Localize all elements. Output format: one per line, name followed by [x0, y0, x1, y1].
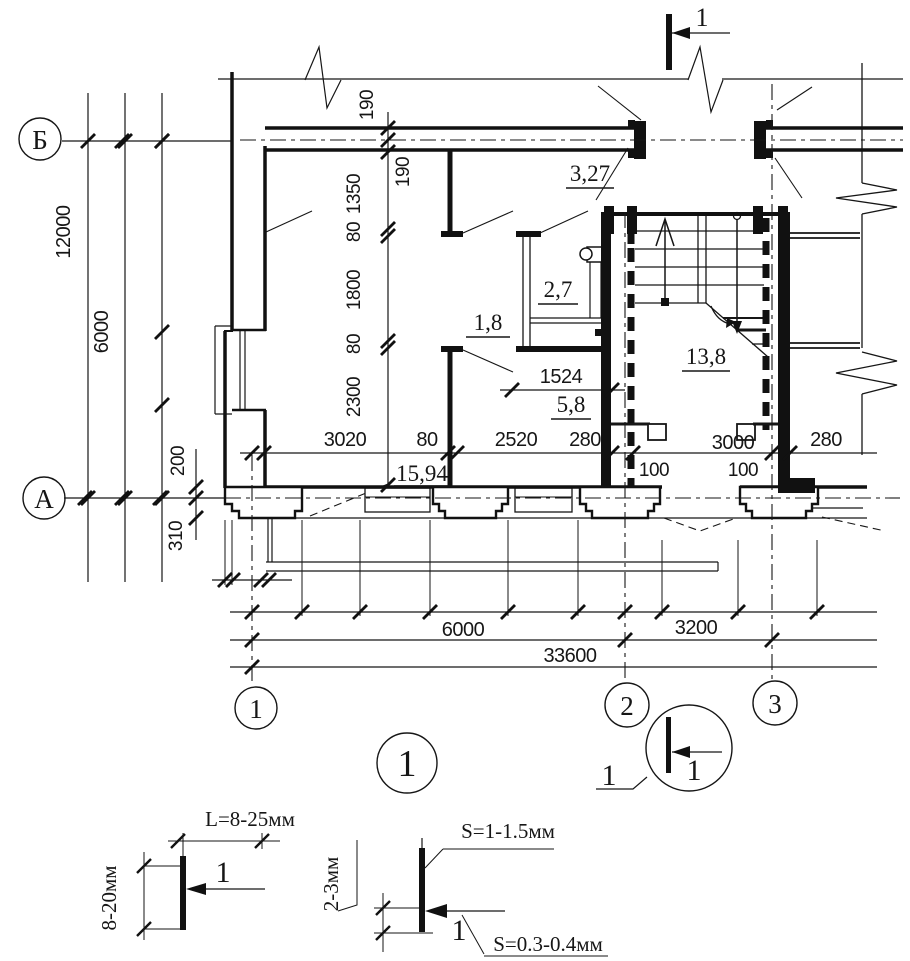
- sheet-number: 1: [398, 743, 417, 785]
- legend-arrow-left: [186, 883, 206, 895]
- legend-length-label: L=8-25мм: [205, 807, 295, 831]
- section-arrow-detail: [672, 746, 690, 758]
- dim-3020: 3020: [324, 429, 367, 451]
- section-cut-line-top: [666, 14, 672, 70]
- section-cut-line-detail: [666, 717, 671, 773]
- axis-circle-2: [604, 682, 650, 728]
- axis-label-b: Б: [32, 125, 48, 155]
- area-wc: 2,7: [544, 277, 573, 302]
- texts: 12000 6000 200 310 190 190 1350 80 1800 …: [32, 3, 843, 956]
- legend-gap-label: 2-3мм: [319, 857, 343, 912]
- dim-1524: 1524: [540, 366, 583, 388]
- dim-3200: 3200: [675, 617, 718, 639]
- axis-circle-a: [22, 476, 66, 520]
- partitions: [441, 120, 815, 493]
- wall-piers: [223, 485, 820, 520]
- area-stair: 13,8: [686, 344, 726, 369]
- legend-thick-line-right: [419, 848, 425, 932]
- section-callout-label: 1: [602, 759, 617, 792]
- legend-arrow-right: [425, 904, 447, 918]
- sheet-number-circle: [376, 732, 438, 794]
- area-corridor: 1,8: [474, 310, 503, 335]
- area-room: 15,94: [396, 461, 448, 486]
- dim-6000-left: 6000: [91, 310, 113, 353]
- dim-100-b: 100: [728, 460, 758, 481]
- axis-label-2: 2: [620, 691, 634, 721]
- axis-label-1: 1: [249, 694, 263, 724]
- dimension-ticks: [77, 120, 825, 941]
- area-hall: 3,27: [570, 161, 610, 186]
- dim-33600: 33600: [543, 645, 596, 667]
- legend-left-mark: 1: [216, 856, 231, 889]
- legend-thin-label: S=0.3-0.4мм: [493, 932, 603, 956]
- dim-310: 310: [166, 521, 187, 551]
- legend-right-mark: 1: [452, 914, 467, 947]
- dim-200: 200: [168, 446, 189, 476]
- dim-6000-bottom: 6000: [442, 619, 485, 641]
- axis-circle-b: [18, 117, 62, 161]
- dim-280-a: 280: [569, 429, 601, 451]
- legend-height-label: 8-20мм: [97, 865, 121, 930]
- dim-1800: 1800: [344, 270, 365, 310]
- dim-100-a: 100: [639, 460, 669, 481]
- label-underlines: [394, 187, 730, 487]
- section-label-detail: 1: [687, 754, 702, 787]
- dim-80-b: 80: [344, 334, 365, 354]
- area-lobby: 5,8: [557, 392, 586, 417]
- section-label-top: 1: [696, 3, 709, 32]
- axis-label-a: А: [34, 484, 54, 514]
- section-arrow-top: [672, 27, 690, 39]
- dim-80-h: 80: [416, 429, 438, 451]
- legend-thick-line-left: [180, 856, 186, 930]
- dim-2520: 2520: [495, 429, 538, 451]
- section-detail-circle: [645, 704, 733, 792]
- axis-circles: [18, 117, 798, 794]
- dim-1350: 1350: [344, 174, 365, 214]
- dim-280-b: 280: [810, 429, 842, 451]
- dim-2300: 2300: [344, 377, 365, 417]
- dim-190-a: 190: [357, 90, 378, 120]
- axis-circle-3: [752, 680, 798, 726]
- dim-12000: 12000: [53, 205, 75, 258]
- axis-lines: [225, 84, 903, 686]
- dim-80-a: 80: [344, 222, 365, 242]
- axis-circle-1: [234, 686, 278, 730]
- axis-label-3: 3: [768, 689, 782, 719]
- legend-thick-label: S=1-1.5мм: [461, 819, 555, 843]
- dim-190-b: 190: [393, 157, 414, 187]
- section-marks: [596, 14, 730, 790]
- dim-3000: 3000: [712, 432, 755, 454]
